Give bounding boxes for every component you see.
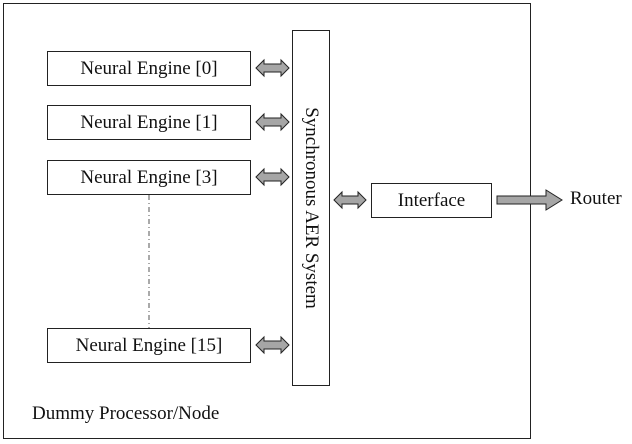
double-arrow-icon [255, 335, 290, 355]
double-arrow-icon [255, 167, 290, 187]
neural-engine-3-label: Neural Engine [3] [80, 166, 218, 188]
double-arrow-icon [255, 58, 290, 78]
interface-box: Interface [371, 183, 492, 218]
neural-engine-15-box: Neural Engine [15] [47, 328, 251, 363]
neural-engine-1-label: Neural Engine [1] [80, 111, 218, 133]
neural-engine-0-label: Neural Engine [0] [80, 57, 218, 79]
dummy-processor-node-label: Dummy Processor/Node [32, 403, 220, 424]
neural-engine-0-box: Neural Engine [0] [47, 51, 251, 86]
double-arrow-icon [333, 190, 367, 210]
double-arrow-icon [255, 112, 290, 132]
right-arrow-icon [496, 189, 563, 211]
neural-engine-1-box: Neural Engine [1] [47, 105, 251, 140]
dummy-processor-node-box [3, 3, 531, 439]
neural-engine-3-box: Neural Engine [3] [47, 160, 251, 195]
router-label: Router [570, 188, 622, 209]
neural-engine-15-label: Neural Engine [15] [75, 334, 223, 356]
interface-label: Interface [397, 189, 466, 211]
synchronous-aer-system-box: Synchronous AER System [292, 30, 330, 386]
